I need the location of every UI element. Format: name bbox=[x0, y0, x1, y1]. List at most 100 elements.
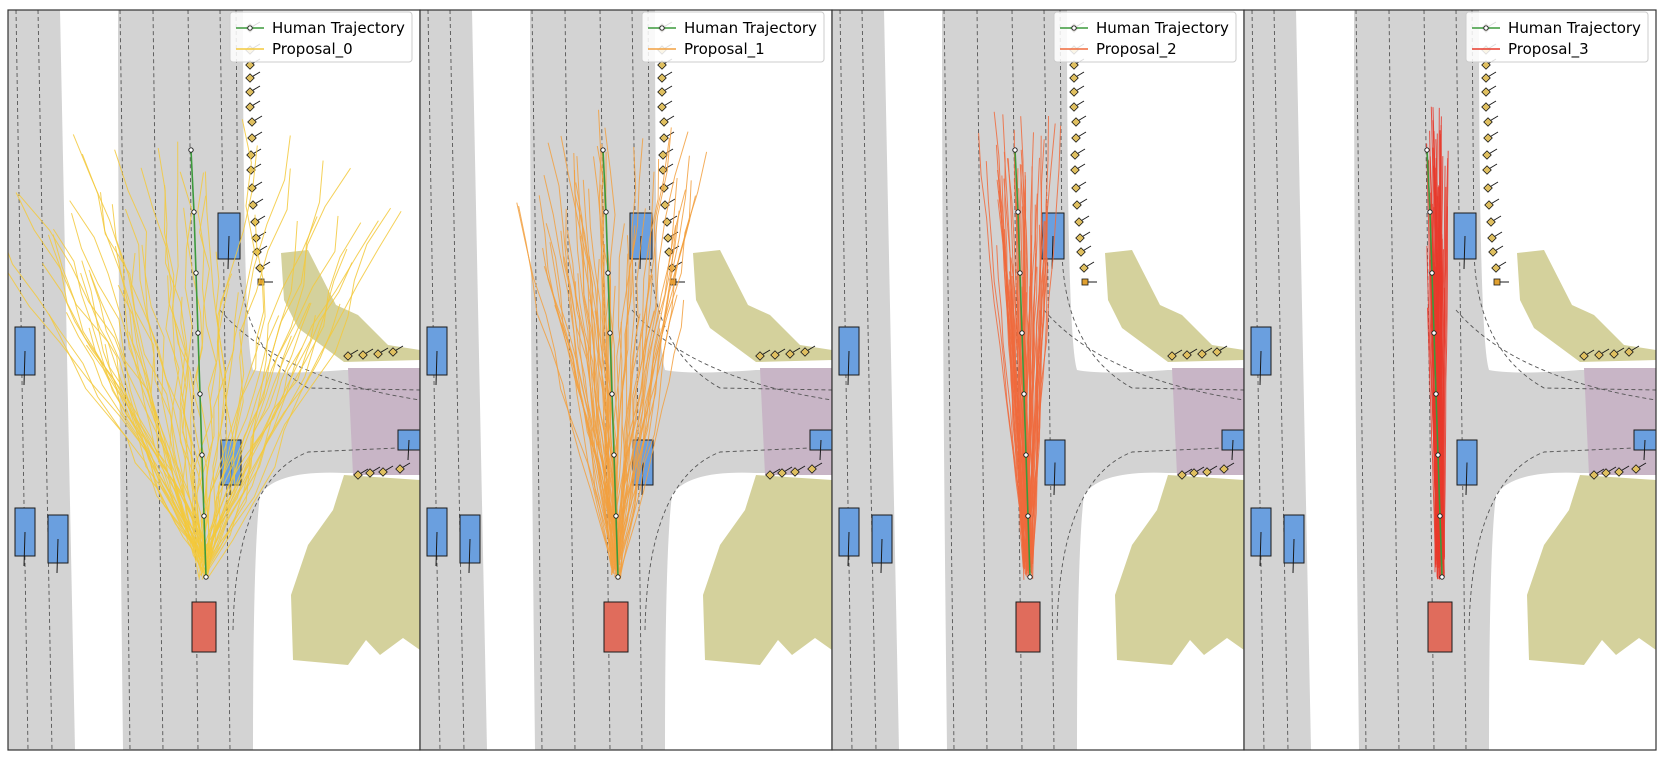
proposal-line bbox=[206, 119, 255, 554]
traffic-light bbox=[1483, 181, 1499, 193]
traffic-light bbox=[1614, 465, 1630, 477]
proposal-line bbox=[1032, 250, 1047, 580]
stop-sign bbox=[1493, 278, 1509, 286]
proposal-line bbox=[618, 137, 670, 566]
proposal-line bbox=[200, 303, 341, 576]
proposal-line bbox=[600, 184, 613, 551]
trajectory-point bbox=[199, 452, 205, 458]
traffic-light bbox=[1069, 100, 1085, 112]
proposal-line bbox=[617, 171, 655, 569]
agent-vehicle bbox=[459, 514, 481, 574]
proposal-line bbox=[997, 199, 1026, 569]
proposal-trajectories bbox=[516, 109, 708, 580]
human-trajectory bbox=[188, 147, 209, 580]
traffic-light bbox=[1202, 465, 1218, 477]
agent-vehicle bbox=[1453, 212, 1477, 270]
proposal-line bbox=[71, 212, 209, 568]
proposal-line bbox=[204, 335, 292, 573]
agent-vehicle bbox=[1250, 326, 1272, 386]
traffic-light bbox=[765, 468, 781, 480]
human-trajectory bbox=[1012, 147, 1033, 580]
trajectory-point bbox=[1424, 147, 1430, 153]
agent-vehicle bbox=[217, 212, 241, 270]
stop-sign bbox=[1081, 278, 1097, 286]
traffic-light bbox=[1481, 85, 1497, 97]
traffic-light bbox=[658, 148, 674, 160]
ego-vehicle bbox=[603, 601, 629, 653]
traffic-light bbox=[807, 462, 823, 474]
proposal-line bbox=[197, 172, 218, 556]
proposal-line bbox=[205, 207, 392, 570]
traffic-light bbox=[1167, 349, 1183, 361]
trajectory-point bbox=[605, 270, 611, 276]
traffic-light bbox=[247, 181, 263, 193]
proposal-line bbox=[72, 134, 208, 562]
traffic-light bbox=[246, 163, 262, 175]
traffic-light bbox=[247, 115, 263, 127]
traffic-light bbox=[1609, 347, 1625, 359]
legend-label-human: Human Trajectory bbox=[272, 19, 405, 37]
proposal-line bbox=[978, 133, 1026, 559]
traffic-light bbox=[1070, 148, 1086, 160]
agent-vehicle bbox=[1221, 429, 1244, 461]
proposal-line bbox=[1008, 279, 1029, 576]
proposal-line bbox=[1027, 139, 1045, 572]
proposal-line bbox=[207, 215, 339, 573]
trajectory-point bbox=[1012, 147, 1018, 153]
legend-item-human: Human Trajectory bbox=[1472, 19, 1641, 37]
traffic-light bbox=[1484, 198, 1500, 210]
traffic-light bbox=[657, 71, 673, 83]
trajectory-point bbox=[1433, 391, 1439, 397]
legend-label-human: Human Trajectory bbox=[684, 19, 817, 37]
proposal-line bbox=[81, 260, 205, 565]
agent-vehicle bbox=[1283, 514, 1305, 574]
agent-vehicle bbox=[1456, 439, 1478, 496]
proposal-line bbox=[89, 273, 208, 559]
proposal-line bbox=[15, 192, 200, 567]
traffic-light bbox=[395, 462, 411, 474]
traffic-light bbox=[1076, 245, 1092, 257]
trajectory-point bbox=[1021, 391, 1027, 397]
proposal-line bbox=[617, 235, 630, 551]
proposal-line bbox=[204, 347, 303, 578]
traffic-light bbox=[1071, 131, 1087, 143]
trajectory-point bbox=[1439, 574, 1445, 580]
legend-item-proposal: Proposal_1 bbox=[648, 40, 765, 59]
traffic-light bbox=[1579, 349, 1595, 361]
proposal-line bbox=[8, 250, 206, 563]
ego-vehicle bbox=[191, 601, 217, 653]
traffic-light bbox=[1079, 261, 1095, 273]
legend-label-proposal: Proposal_1 bbox=[684, 40, 765, 59]
proposal-line bbox=[208, 211, 402, 577]
traffic-light bbox=[1070, 163, 1086, 175]
proposal-line bbox=[582, 179, 617, 552]
proposal-line bbox=[47, 234, 209, 576]
traffic-light bbox=[1071, 115, 1087, 127]
trajectory-point bbox=[1437, 513, 1443, 519]
proposal-line bbox=[997, 169, 1030, 573]
proposal-line bbox=[81, 153, 204, 555]
legend-item-human: Human Trajectory bbox=[1060, 19, 1229, 37]
traffic-light bbox=[245, 71, 261, 83]
legend-item-proposal: Proposal_2 bbox=[1060, 40, 1177, 59]
traffic-light bbox=[1177, 468, 1193, 480]
proposal-line bbox=[203, 302, 311, 574]
trajectory-point bbox=[1435, 452, 1441, 458]
traffic-light bbox=[1182, 348, 1198, 360]
traffic-light bbox=[343, 349, 359, 361]
trajectory-point bbox=[615, 574, 621, 580]
trajectory-point bbox=[1025, 513, 1031, 519]
trajectory-point bbox=[1027, 574, 1033, 580]
traffic-light bbox=[1482, 148, 1498, 160]
trajectory-point bbox=[1017, 270, 1023, 276]
proposal-line bbox=[201, 160, 324, 577]
proposal-line bbox=[208, 220, 298, 572]
agent-vehicle bbox=[809, 429, 832, 461]
traffic-light bbox=[1601, 466, 1617, 478]
agent-vehicle bbox=[871, 514, 893, 574]
legend-label-proposal: Proposal_3 bbox=[1508, 40, 1589, 59]
proposal-line bbox=[580, 235, 613, 557]
